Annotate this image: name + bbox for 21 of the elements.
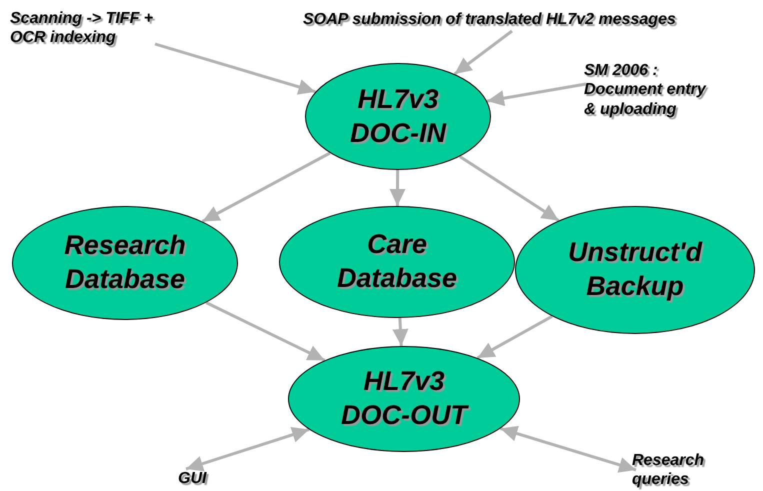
arrow [186, 427, 310, 472]
arrow [458, 155, 560, 222]
source-label: SOAP submission of translated HL7v2 messages [303, 10, 677, 30]
arrow [154, 42, 316, 95]
ellipse-label: HL7v3 DOC-OUT [340, 365, 469, 432]
source-label: Scanning -> TIFF + OCR indexing [10, 8, 154, 48]
arrow [500, 426, 636, 473]
arrow [454, 30, 513, 76]
ellipse-label: Research Database [63, 229, 187, 296]
source-label: Research queries [632, 450, 706, 490]
arrow [202, 152, 331, 223]
arrow [206, 301, 326, 362]
source-label: GUI [178, 469, 208, 489]
arrow [392, 318, 408, 346]
ellipse-label: Unstruct'd Backup [567, 236, 704, 303]
ellipse-label: HL7v3 DOC-IN [349, 82, 448, 150]
arrow [390, 170, 406, 206]
ellipse-label: Care Database [336, 228, 458, 295]
arrow [486, 82, 586, 106]
source-label: SM 2006 : Document entry & uploading [584, 61, 708, 119]
arrow [476, 314, 553, 360]
